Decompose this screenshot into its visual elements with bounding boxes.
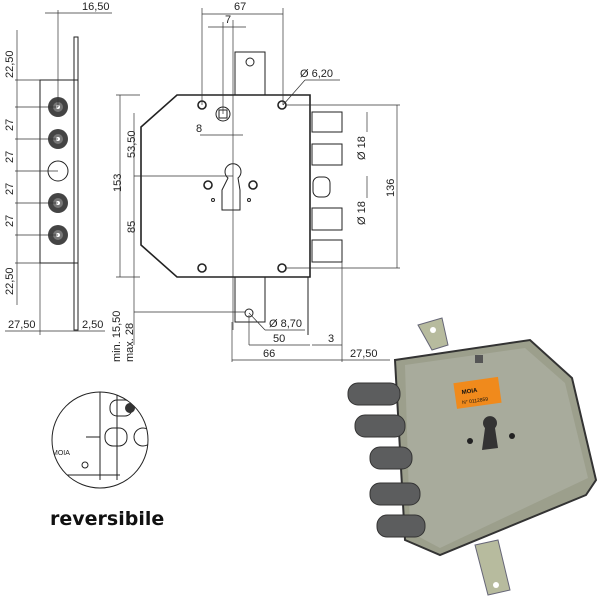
dim-faceplate: 2,50: [82, 319, 103, 331]
lock-case-side: [39, 79, 79, 264]
dim-53: 53,50: [126, 130, 138, 158]
reversible-caption: reversibile: [50, 508, 164, 530]
dim-7: 7: [225, 14, 231, 26]
dim-top: 22,50: [4, 50, 16, 78]
lock-case-front: [140, 94, 311, 278]
dim-pitch-2: 27: [4, 151, 16, 163]
keyhole: [221, 163, 242, 211]
dim-2750: 27,50: [350, 348, 378, 360]
dim-66: 66: [263, 348, 275, 360]
top-strike-plate: [234, 51, 266, 98]
reversible-inset: MOIA reversibile: [50, 391, 164, 530]
faceplate: [73, 36, 79, 331]
dim-pitch-4: 27: [4, 215, 16, 227]
bolts: [311, 111, 343, 263]
product-label: [453, 376, 502, 409]
dim-136: 136: [385, 179, 397, 197]
dim-8: 8: [196, 123, 202, 135]
lock-photo: MOIA N° 0112859: [347, 317, 598, 596]
inset-brand: MOIA: [52, 450, 70, 457]
dim-3: 3: [328, 333, 334, 345]
dim-pitch-3: 27: [4, 183, 16, 195]
dim-width: 16,50: [82, 1, 110, 13]
dim-depth: 27,50: [8, 319, 36, 331]
dim-153: 153: [112, 174, 124, 192]
photo-bolts: [347, 382, 426, 538]
dim-pitch-1: 27: [4, 119, 16, 131]
bottom-strike-plate: [234, 274, 266, 323]
dim-bolt-1: Ø 18: [356, 136, 368, 160]
dim-bolt-2: Ø 18: [356, 201, 368, 225]
dim-max: max. 28: [124, 323, 136, 362]
front-view: 67 7 8 Ø 6,20 153 53,50 85 Ø 18 Ø 18 136…: [111, 1, 400, 362]
dim-85: 85: [126, 221, 138, 233]
dim-67: 67: [234, 1, 246, 13]
dim-hole-bottom: Ø 8,70: [269, 318, 302, 330]
dim-hole-top: Ø 6,20: [300, 68, 333, 80]
photo-label-serial: N° 0112859: [462, 397, 489, 407]
dim-min: min. 15,50: [111, 311, 123, 362]
side-view: 16,50 22,50 27 27 27 27 22,50 27,50 2,50: [4, 1, 112, 335]
dim-bottom: 22,50: [4, 267, 16, 295]
photo-label-brand: MOIA: [461, 388, 478, 396]
dim-50: 50: [273, 333, 285, 345]
